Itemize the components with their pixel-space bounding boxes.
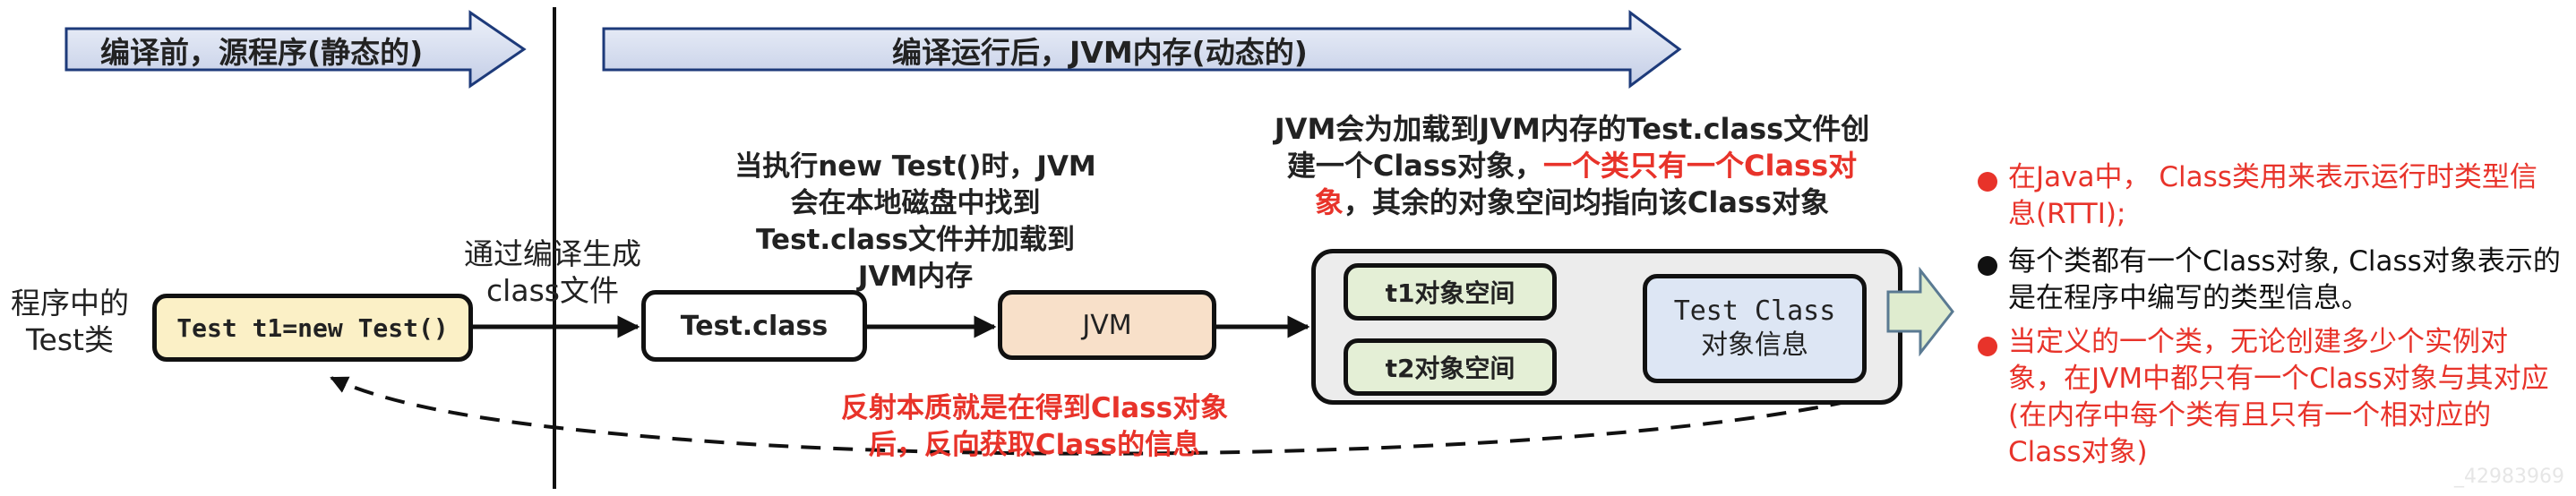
compile-caption: 通过编译生成class文件	[464, 236, 641, 308]
bullet-dot-2	[1978, 256, 1997, 276]
header-right-arrow	[602, 10, 1682, 89]
to-bullets-arrow	[1886, 267, 1954, 356]
source-code-box: Test t1=new Test()	[152, 294, 473, 362]
header-left-label: 编译前，源程序(静态的)	[100, 35, 424, 70]
bullet-dot-1	[1978, 172, 1997, 192]
jvm-note-part3: ，其余的对象空间均指向该Class对象	[1343, 185, 1830, 219]
bullet-text-3: 当定义的一个类，无论创建多少个实例对象，在JVM中都只有一个Class对象与其对…	[2008, 326, 2549, 468]
class-info-sub: 对象信息	[1701, 329, 1808, 361]
bullet-dot-3	[1978, 337, 1997, 356]
divider-line	[553, 7, 556, 489]
bullet-text-2: 每个类都有一个Class对象, Class对象表示的是在程序中编写的类型信息。	[2008, 245, 2561, 314]
bullet-text-1: 在Java中， Class类用来表示运行时类型信息(RTTI);	[2008, 161, 2537, 230]
source-caption: 程序中的Test类	[11, 286, 129, 357]
watermark: _42983969	[2454, 466, 2564, 488]
reflection-note: 反射本质就是在得到Class对象后，反向获取Class的信息	[840, 392, 1229, 461]
jvm-box: JVM	[998, 290, 1216, 360]
class-info-title: Test Class	[1673, 295, 1836, 327]
class-file-box: Test.class	[641, 290, 867, 362]
t2-object-space: t2对象空间	[1344, 338, 1557, 396]
jvm-note-part1: JVM会为加载到JVM内存的Test.class文件创建一个Class对象，	[1274, 112, 1870, 183]
load-caption: 当执行new Test()时，JVM会在本地磁盘中找到Test.class文件并…	[734, 150, 1096, 293]
header-right-label: 编译运行后，JVM内存(动态的)	[892, 35, 1308, 70]
jvm-note: JVM会为加载到JVM内存的Test.class文件创建一个Class对象，一个…	[1272, 111, 1872, 221]
jvm-note-highlight: 一个类只有一个Class对象	[1314, 149, 1858, 219]
t1-object-space: t1对象空间	[1344, 263, 1557, 321]
class-info-box: Test Class 对象信息	[1643, 274, 1867, 383]
header-left-arrow	[64, 10, 527, 89]
